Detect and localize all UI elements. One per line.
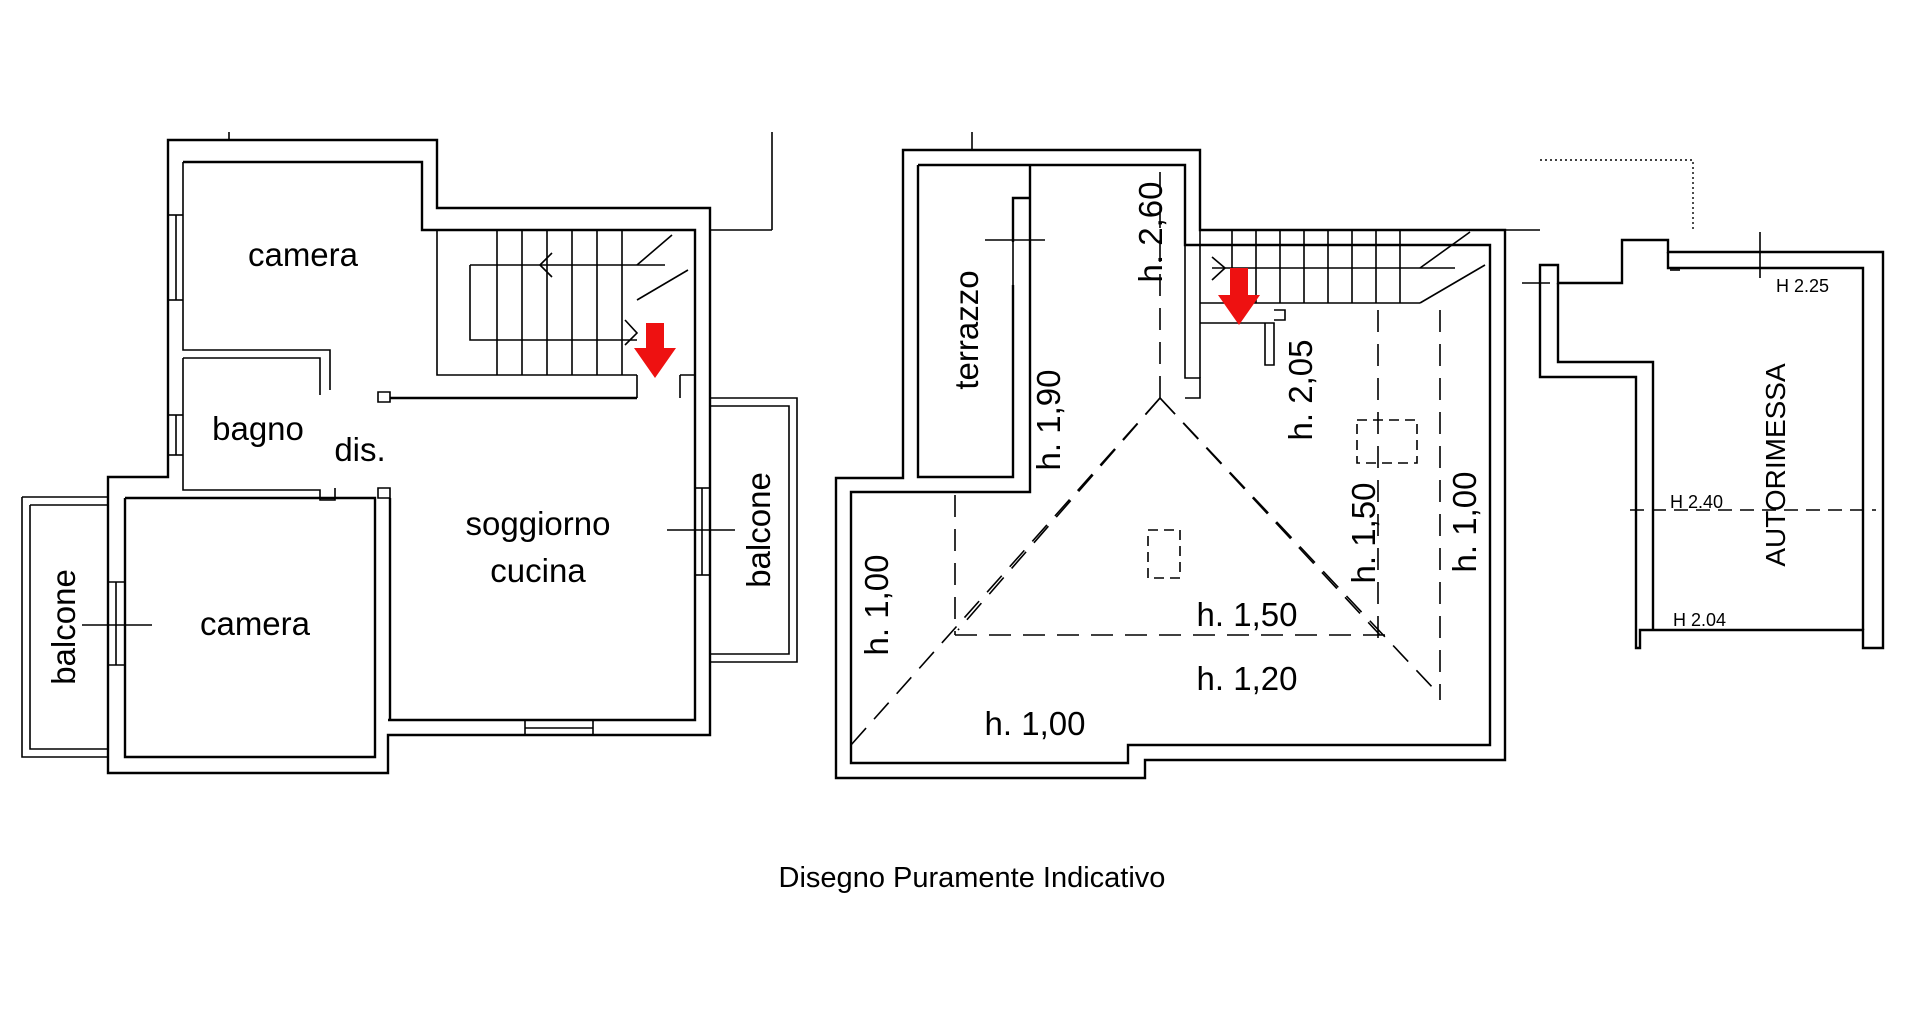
height-label-1-50-vertical: h. 1,50	[1345, 483, 1382, 584]
room-label-soggiorno: soggiorno	[466, 505, 611, 542]
height-label-1-00-bottom: h. 1,00	[985, 705, 1086, 742]
room-label-balcone-left: balcone	[45, 569, 82, 685]
height-label-1-00-right: h. 1,00	[1446, 472, 1483, 573]
room-label-terrazzo: terrazzo	[948, 270, 985, 389]
camera-bottom-walls	[123, 496, 377, 759]
garage-plan	[1538, 159, 1885, 650]
balcone-right-outline	[710, 397, 798, 663]
floor-1-plan	[21, 132, 798, 775]
height-label-1-00-left: h. 1,00	[858, 555, 895, 656]
garage-outer-wall	[1538, 238, 1885, 650]
drawing-caption: Disegno Puramente Indicativo	[779, 862, 1166, 894]
garage-inner-wall	[1556, 252, 1865, 630]
room-label-bagno: bagno	[212, 410, 304, 447]
floor-1-inner-wall	[183, 160, 697, 722]
camera-top-walls	[182, 162, 331, 390]
height-label-1-90: h. 1,90	[1030, 370, 1067, 471]
balcone-left-outline	[21, 496, 108, 758]
floor-2-plan	[834, 132, 1550, 780]
floor-2-inner-wall	[849, 163, 1492, 765]
room-label-cucina: cucina	[490, 552, 586, 589]
room-label-dis: dis.	[334, 431, 385, 468]
staircase-floor-1	[436, 230, 695, 398]
room-label-balcone-right: balcone	[740, 472, 777, 588]
room-label-camera-top: camera	[248, 236, 359, 273]
garage-height-2-04: H 2.04	[1673, 610, 1726, 630]
floor-1-outer-wall	[106, 138, 712, 775]
garage-label-autorimessa: AUTORIMESSA	[1760, 363, 1791, 567]
stair-direction-arrow-floor-2	[1218, 268, 1260, 325]
floor-2-outer-wall	[834, 148, 1507, 780]
garage-height-2-25: H 2.25	[1776, 276, 1829, 296]
room-label-camera-bottom: camera	[200, 605, 311, 642]
height-label-1-20: h. 1,20	[1197, 660, 1298, 697]
stair-direction-arrow-floor-1	[634, 323, 676, 378]
height-label-1-50-horizontal: h. 1,50	[1197, 596, 1298, 633]
height-label-2-05: h. 2,05	[1282, 340, 1319, 441]
garage-height-2-40: H 2.40	[1670, 492, 1723, 512]
height-label-2-60: h. 2,60	[1132, 182, 1169, 283]
